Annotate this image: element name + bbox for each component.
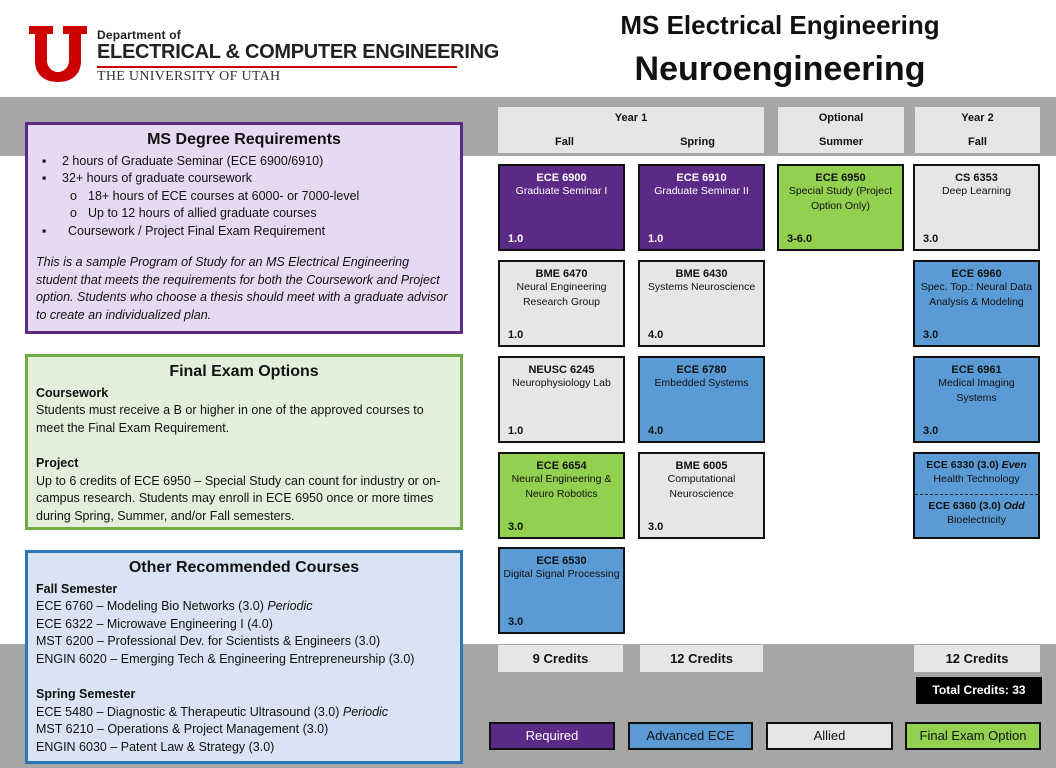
legend-required: Required — [489, 722, 615, 750]
even-year-course: ECE 6330 (3.0) Even Health Technology — [926, 459, 1027, 485]
spring-semester-heading: Spring Semester — [36, 687, 136, 701]
recommended-course: MST 6210 – Operations & Project Manageme… — [36, 722, 329, 736]
logo-name: ELECTRICAL & COMPUTER ENGINEERING — [97, 41, 499, 63]
fall-header: Fall — [555, 136, 574, 148]
requirement-subitem: 18+ hours of ECE courses at 6000- or 700… — [36, 188, 452, 206]
requirements-heading: MS Degree Requirements — [147, 131, 341, 148]
recommended-course: ENGIN 6030 – Patent Law & Strategy (3.0) — [36, 739, 275, 754]
block-u-icon — [29, 26, 87, 82]
fall-semester-heading: Fall Semester — [36, 581, 118, 596]
recommended-course: ENGIN 6020 – Emerging Tech & Engineering… — [36, 651, 415, 666]
other-heading: Other Recommended Courses — [128, 559, 360, 576]
requirement-item: 2 hours of Graduate Seminar (ECE 6900/69… — [36, 153, 452, 171]
fall2-credits: 12 Credits — [914, 645, 1040, 672]
legend-allied: Allied — [766, 722, 893, 750]
project-text: Up to 6 credits of ECE 6950 – Special St… — [36, 473, 441, 523]
legend-final: Final Exam Option — [905, 722, 1041, 750]
logo-department: Department of — [97, 28, 181, 42]
year1-header: Year 1 Fall Spring — [498, 107, 764, 153]
other-courses-box: Other Recommended Courses Fall Semester … — [25, 550, 463, 764]
recommended-course: ECE 6322 – Microwave Engineering I (4.0) — [36, 616, 273, 631]
requirement-subitem: Up to 12 hours of allied graduate course… — [36, 205, 452, 223]
split-course-card: ECE 6330 (3.0) Even Health Technology EC… — [913, 452, 1040, 539]
exam-heading: Final Exam Options — [169, 363, 319, 380]
recommended-course: ECE 5480 – Diagnostic & Therapeutic Ultr… — [36, 704, 389, 719]
degree-requirements-box: MS Degree Requirements 2 hours of Gradua… — [25, 122, 463, 334]
fall1-credits: 9 Credits — [498, 645, 623, 672]
project-heading: Project — [36, 456, 79, 470]
university-logo: Department of ELECTRICAL & COMPUTER ENGI… — [27, 24, 499, 88]
coursework-heading: Coursework — [36, 385, 109, 400]
year2-header: Year 2 Fall — [915, 107, 1040, 153]
recommended-course: ECE 6760 – Modeling Bio Networks (3.0) P… — [36, 599, 313, 613]
requirement-item: 32+ hours of graduate coursework — [36, 170, 452, 188]
total-credits: Total Credits: 33 — [916, 677, 1042, 704]
coursework-text: Students must receive a B or higher in o… — [36, 403, 424, 435]
page-subtitle: Neuroengineering — [634, 50, 926, 88]
logo-university: THE UNIVERSITY OF UTAH — [97, 69, 281, 84]
summer-header: Optional Summer — [778, 107, 904, 153]
spring-header: Spring — [680, 136, 715, 148]
final-exam-box: Final Exam Options Coursework Students m… — [25, 354, 463, 530]
requirement-item: Coursework / Project Final Exam Requirem… — [36, 223, 452, 241]
logo-divider — [97, 66, 457, 68]
recommended-course: MST 6200 – Professional Dev. for Scienti… — [36, 634, 381, 648]
page-title: MS Electrical Engineering — [620, 10, 940, 40]
spring1-credits: 12 Credits — [640, 645, 763, 672]
legend-advanced: Advanced ECE — [628, 722, 753, 750]
requirements-note: This is a sample Program of Study for an… — [36, 255, 448, 322]
odd-year-course: ECE 6360 (3.0) Odd Bioelectricity — [915, 494, 1038, 534]
